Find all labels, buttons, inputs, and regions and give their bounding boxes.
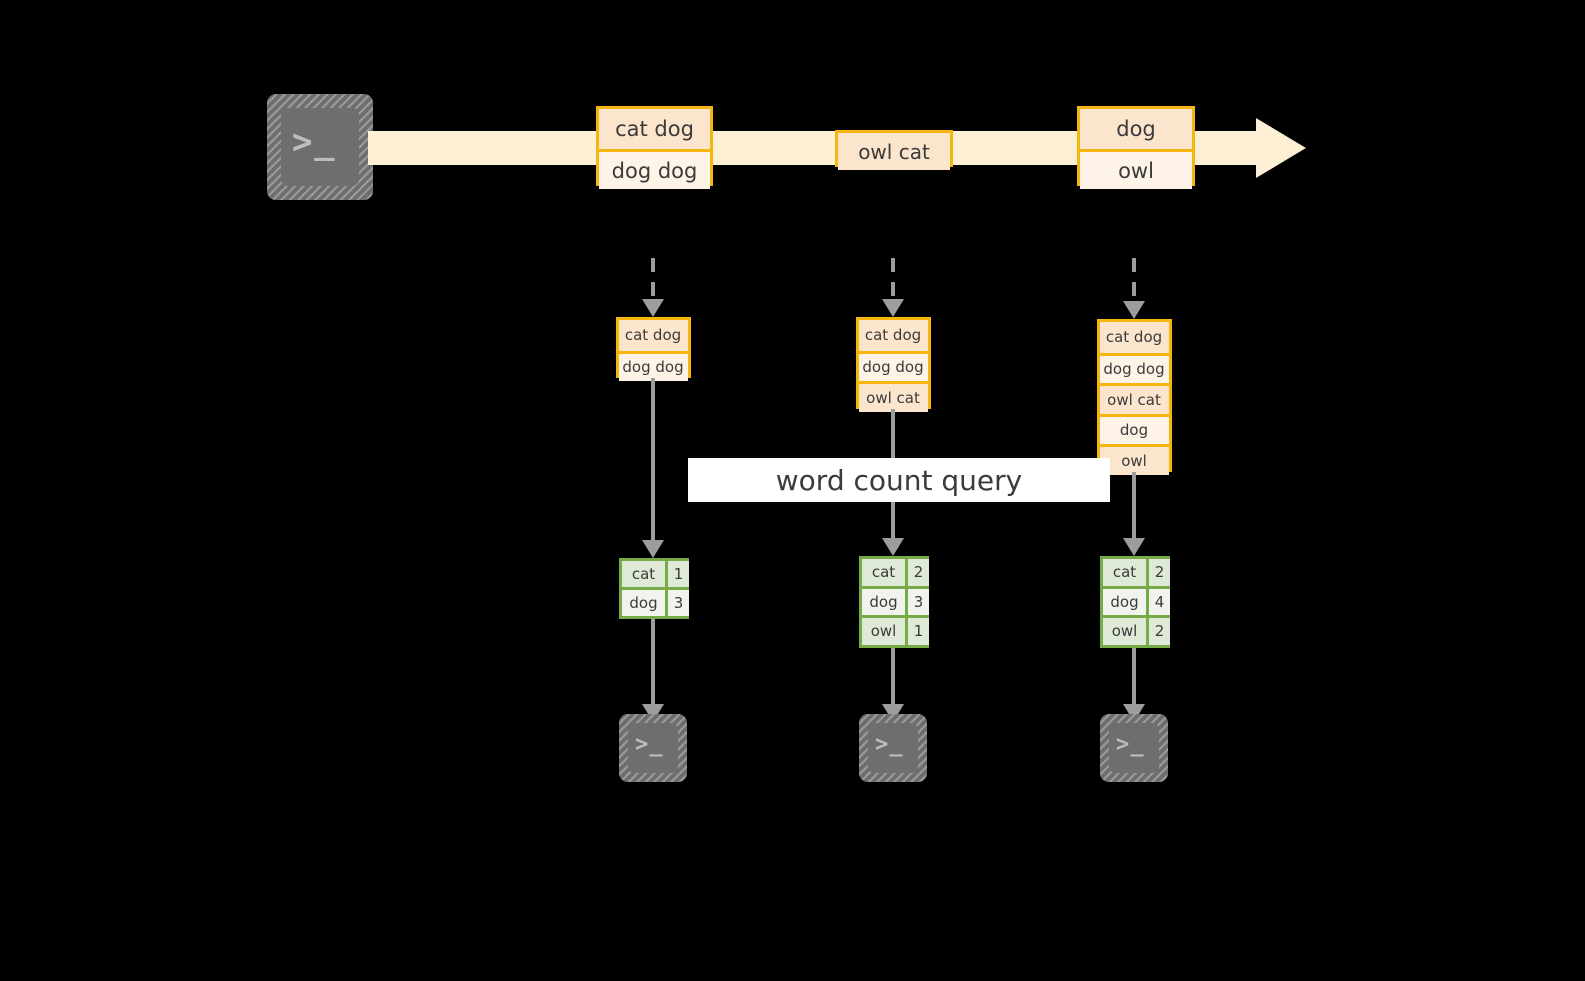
terminal-screen bbox=[628, 723, 678, 773]
terminal-prompt-glyph: >_ bbox=[1116, 732, 1145, 757]
snapshot-row: owl cat bbox=[1099, 383, 1169, 414]
stream-arrow-head bbox=[1256, 118, 1306, 178]
snapshot-row: dog bbox=[1099, 413, 1169, 444]
count-cell: 2 bbox=[1146, 559, 1170, 586]
flow-arrow-head bbox=[642, 540, 664, 558]
flow-arrow-shaft bbox=[651, 378, 655, 540]
terminal-prompt-glyph: >_ bbox=[635, 732, 664, 757]
snapshot-row: cat dog bbox=[858, 320, 928, 351]
count-cell: 2 bbox=[1146, 618, 1170, 645]
sink-terminal-icon-2: >_ bbox=[859, 714, 927, 782]
source-terminal-icon: >_ bbox=[267, 94, 373, 200]
snapshot-row: cat dog bbox=[1099, 322, 1169, 353]
dashed-arrow-head bbox=[1123, 301, 1145, 319]
dashed-arrow-shaft bbox=[651, 258, 655, 299]
word-cell: cat bbox=[1103, 559, 1146, 586]
sink-arrow-shaft bbox=[651, 619, 655, 704]
snapshot-row: dog dog bbox=[1099, 352, 1169, 383]
count-cell: 1 bbox=[665, 561, 689, 587]
word-cell: dog bbox=[1103, 588, 1146, 615]
count-cell: 3 bbox=[665, 590, 689, 616]
sink-arrow-shaft bbox=[891, 647, 895, 704]
word-cell: dog bbox=[622, 590, 665, 616]
word-cell: cat bbox=[622, 561, 665, 587]
word-cell: owl bbox=[1103, 618, 1146, 645]
word-cell: cat bbox=[862, 559, 905, 586]
snapshot-row: dog dog bbox=[858, 350, 928, 381]
snapshot-row: dog dog bbox=[618, 350, 688, 381]
message-row: dog bbox=[1080, 109, 1192, 149]
terminal-screen bbox=[1109, 723, 1159, 773]
message-row: owl bbox=[1080, 149, 1192, 189]
sink-arrow-shaft bbox=[1132, 647, 1136, 704]
snapshot-row: cat dog bbox=[618, 320, 688, 351]
terminal-prompt-glyph: >_ bbox=[292, 122, 337, 162]
flow-arrow-head bbox=[882, 538, 904, 556]
message-row: dog dog bbox=[599, 149, 710, 189]
dashed-arrow-head bbox=[642, 299, 664, 317]
sink-terminal-icon-1: >_ bbox=[619, 714, 687, 782]
count-cell: 3 bbox=[905, 588, 929, 615]
dashed-arrow-shaft bbox=[1132, 258, 1136, 301]
snapshot-row: owl bbox=[1099, 444, 1169, 475]
flow-arrow-head bbox=[1123, 538, 1145, 556]
word-cell: dog bbox=[862, 588, 905, 615]
dashed-arrow-shaft bbox=[891, 258, 895, 299]
sink-terminal-icon-3: >_ bbox=[1100, 714, 1168, 782]
terminal-screen bbox=[281, 108, 359, 186]
dashed-arrow-head bbox=[882, 299, 904, 317]
count-cell: 1 bbox=[905, 618, 929, 645]
message-row: cat dog bbox=[599, 109, 710, 149]
word-count-query-banner: word count query bbox=[688, 458, 1110, 502]
word-cell: owl bbox=[862, 618, 905, 645]
terminal-screen bbox=[868, 723, 918, 773]
count-cell: 4 bbox=[1146, 588, 1170, 615]
count-cell: 2 bbox=[905, 559, 929, 586]
flow-arrow-shaft bbox=[1132, 471, 1136, 538]
terminal-prompt-glyph: >_ bbox=[875, 732, 904, 757]
snapshot-row: owl cat bbox=[858, 381, 928, 412]
message-group-2: owl cat bbox=[835, 130, 953, 170]
message-row: owl cat bbox=[838, 133, 950, 170]
